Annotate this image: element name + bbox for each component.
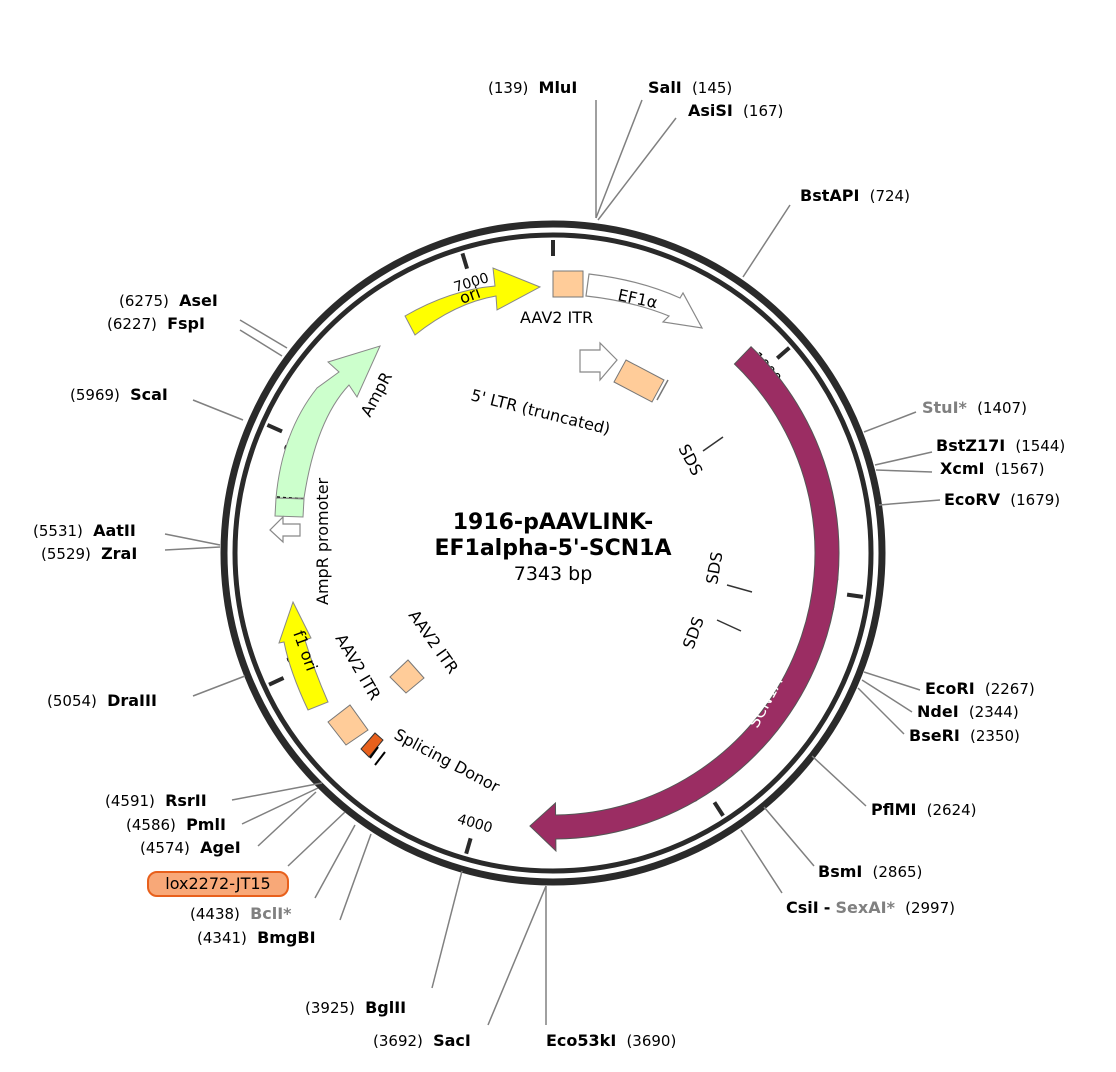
site-connector-2: [597, 117, 677, 221]
site-bcli[interactable]: (4438) BclI*: [190, 904, 292, 923]
site-connector-4: [863, 411, 917, 433]
site-aatii[interactable]: (5531) AatII: [33, 521, 136, 540]
aav2-itr-left-box[interactable]: [327, 704, 369, 746]
plasmid-size: 7343 bp: [513, 563, 593, 585]
site-eco53ki[interactable]: Eco53kI (3690): [546, 1031, 677, 1050]
ef1a-feature-arrow[interactable]: [585, 273, 704, 329]
ampr-promoter-label: AmpR promoter: [313, 477, 332, 605]
site-connector-13: [740, 829, 783, 894]
site-draiii[interactable]: (5054) DraIII: [47, 691, 157, 710]
ltr-arrow[interactable]: [579, 341, 618, 382]
site-connector-3: [742, 204, 791, 278]
site-csii-sexai[interactable]: CsiI - SexAI* (2997): [786, 898, 955, 917]
ori-feature-arrow[interactable]: [404, 267, 542, 336]
site-connector-17: [192, 399, 244, 421]
lox-marker[interactable]: [360, 732, 384, 758]
sds-label-1: SDS: [674, 441, 706, 479]
site-ndei[interactable]: NdeI (2344): [917, 702, 1019, 721]
splice-tick-1: [369, 746, 379, 759]
site-connector-10: [857, 687, 905, 735]
scn1a-feature-arrow[interactable]: [529, 345, 840, 853]
splicing-donor-label: Splicing Donor: [391, 725, 503, 797]
plasmid-name-line1: 1916-pAAVLINK-: [452, 510, 654, 535]
site-connector-9: [861, 679, 913, 713]
aav2-itr-left-label: AAV2 ITR: [332, 631, 385, 704]
tick-label-4000: 4000: [455, 811, 494, 836]
site-rsrii[interactable]: (4591) RsrII: [105, 791, 207, 810]
site-bstz17i[interactable]: BstZ17I (1544): [936, 436, 1066, 455]
site-sali[interactable]: SalI (145): [648, 78, 733, 97]
tick-5000: [268, 676, 285, 687]
site-connector-8: [863, 671, 921, 691]
ampr-promoter-arrow[interactable]: [269, 515, 301, 544]
ltr-end-mark: [656, 379, 669, 401]
site-connector-20: [192, 675, 246, 697]
site-mlui[interactable]: (139) MluI: [488, 78, 578, 97]
site-bstapi[interactable]: BstAPI (724): [800, 186, 910, 205]
site-connector-15: [239, 319, 288, 349]
site-saci[interactable]: (3692) SacI: [373, 1031, 471, 1050]
site-connector-5: [874, 451, 933, 466]
site-scai[interactable]: (5969) ScaI: [70, 385, 168, 404]
site-bsmi[interactable]: BsmI (2865): [818, 862, 923, 881]
ltr-label: 5' LTR (truncated): [469, 385, 612, 438]
backbone-inner-ring: [232, 232, 874, 874]
tick-7000: [460, 252, 469, 270]
site-connector-23: [257, 791, 317, 847]
site-connector-22: [241, 787, 319, 825]
site-pflmi[interactable]: PflMI (2624): [871, 800, 977, 819]
site-xcmi[interactable]: XcmI (1567): [940, 459, 1045, 478]
site-connector-12: [763, 806, 815, 867]
sds-mark-3: [716, 619, 742, 632]
site-connector-lines: [164, 99, 941, 1026]
sds-mark-2: [726, 584, 753, 593]
tick-6000: [266, 423, 283, 434]
site-pmli[interactable]: (4586) PmlI: [126, 815, 226, 834]
site-connector-28: [487, 885, 547, 1026]
site-connector-16: [239, 329, 283, 357]
site-ecorv[interactable]: EcoRV (1679): [944, 490, 1061, 509]
sds-label-3: SDS: [679, 614, 708, 651]
lox2272-feature-label[interactable]: lox2272-JT15: [147, 871, 289, 897]
site-connector-26: [339, 833, 372, 921]
site-fspi[interactable]: (6227) FspI: [107, 314, 205, 333]
plasmid-title: 1916-pAAVLINK- EF1alpha-5'-SCN1A 7343 bp: [353, 510, 753, 586]
aav2-itr-top-label: AAV2 ITR: [520, 308, 593, 327]
site-connector-18: [164, 533, 221, 546]
backbone-outer-ring: [220, 220, 886, 886]
site-bseri[interactable]: BseRI (2350): [909, 726, 1020, 745]
aav2-itr-inner-box[interactable]: [389, 659, 425, 694]
site-connector-27: [431, 870, 463, 989]
site-connector-25: [314, 824, 356, 899]
site-bglii[interactable]: (3925) BglII: [305, 998, 407, 1017]
site-connector-6: [875, 469, 933, 473]
ampr-promoter-box[interactable]: [274, 497, 305, 518]
sds-mark-1: [702, 436, 724, 452]
site-stui[interactable]: StuI* (1407): [922, 398, 1027, 417]
f1-ori-feature-arrow[interactable]: [278, 600, 329, 711]
tick-1000: [775, 346, 791, 360]
site-connector-19: [164, 546, 221, 551]
site-connector-21: [231, 782, 323, 801]
site-connector-1: [595, 99, 643, 219]
tick-4000: [464, 837, 473, 855]
site-connector-11: [811, 755, 867, 807]
plasmid-name-line2: EF1alpha-5'-SCN1A: [434, 536, 672, 561]
aav2-itr-top-box[interactable]: [552, 270, 584, 298]
site-connector-7: [878, 499, 941, 506]
tick-3000: [712, 801, 725, 817]
site-ecori[interactable]: EcoRI (2267): [925, 679, 1035, 698]
site-zrai[interactable]: (5529) ZraI: [41, 544, 138, 563]
site-asisi[interactable]: AsiSI (167): [688, 101, 784, 120]
splice-tick-2: [374, 751, 386, 766]
site-asei[interactable]: (6275) AseI: [119, 291, 218, 310]
ampr-feature-arrow[interactable]: [275, 345, 381, 499]
tick-2000: [846, 592, 864, 599]
ltr-box[interactable]: [613, 359, 665, 403]
site-agei[interactable]: (4574) AgeI: [140, 838, 241, 857]
site-bmgbi[interactable]: (4341) BmgBI: [197, 928, 316, 947]
site-connector-24: [287, 811, 346, 867]
